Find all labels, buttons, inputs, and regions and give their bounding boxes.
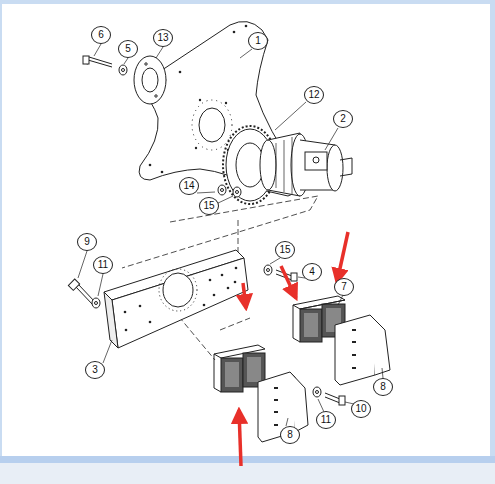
callout-number: 5 [118, 40, 138, 58]
callout-number: 15 [199, 197, 219, 215]
callout-number: 3 [85, 361, 105, 379]
top-bar [0, 0, 495, 4]
bottom-bar [0, 456, 495, 463]
callout-number: 2 [333, 110, 353, 128]
callout-number: 14 [179, 177, 199, 195]
callout-number: 7 [334, 278, 354, 296]
callout-number: 10 [351, 400, 371, 418]
callout-number: 4 [302, 263, 322, 281]
callout-number: 12 [304, 86, 324, 104]
callout-number: 6 [91, 26, 111, 44]
callout-number: 11 [93, 256, 113, 274]
callout-number: 8 [373, 378, 393, 396]
callout-number: 11 [316, 411, 336, 429]
drawing [68, 21, 390, 442]
red-arrows [239, 232, 348, 466]
callout-number: 1 [248, 32, 268, 50]
right-bar [490, 4, 495, 456]
callout-number: 15 [275, 241, 295, 259]
mounting-plate [139, 21, 299, 196]
bottom-panel [0, 456, 495, 484]
callout-number: 13 [153, 29, 173, 47]
callout-number: 9 [77, 233, 97, 251]
callout-number: 8 [280, 426, 300, 444]
left-bar [0, 4, 2, 456]
